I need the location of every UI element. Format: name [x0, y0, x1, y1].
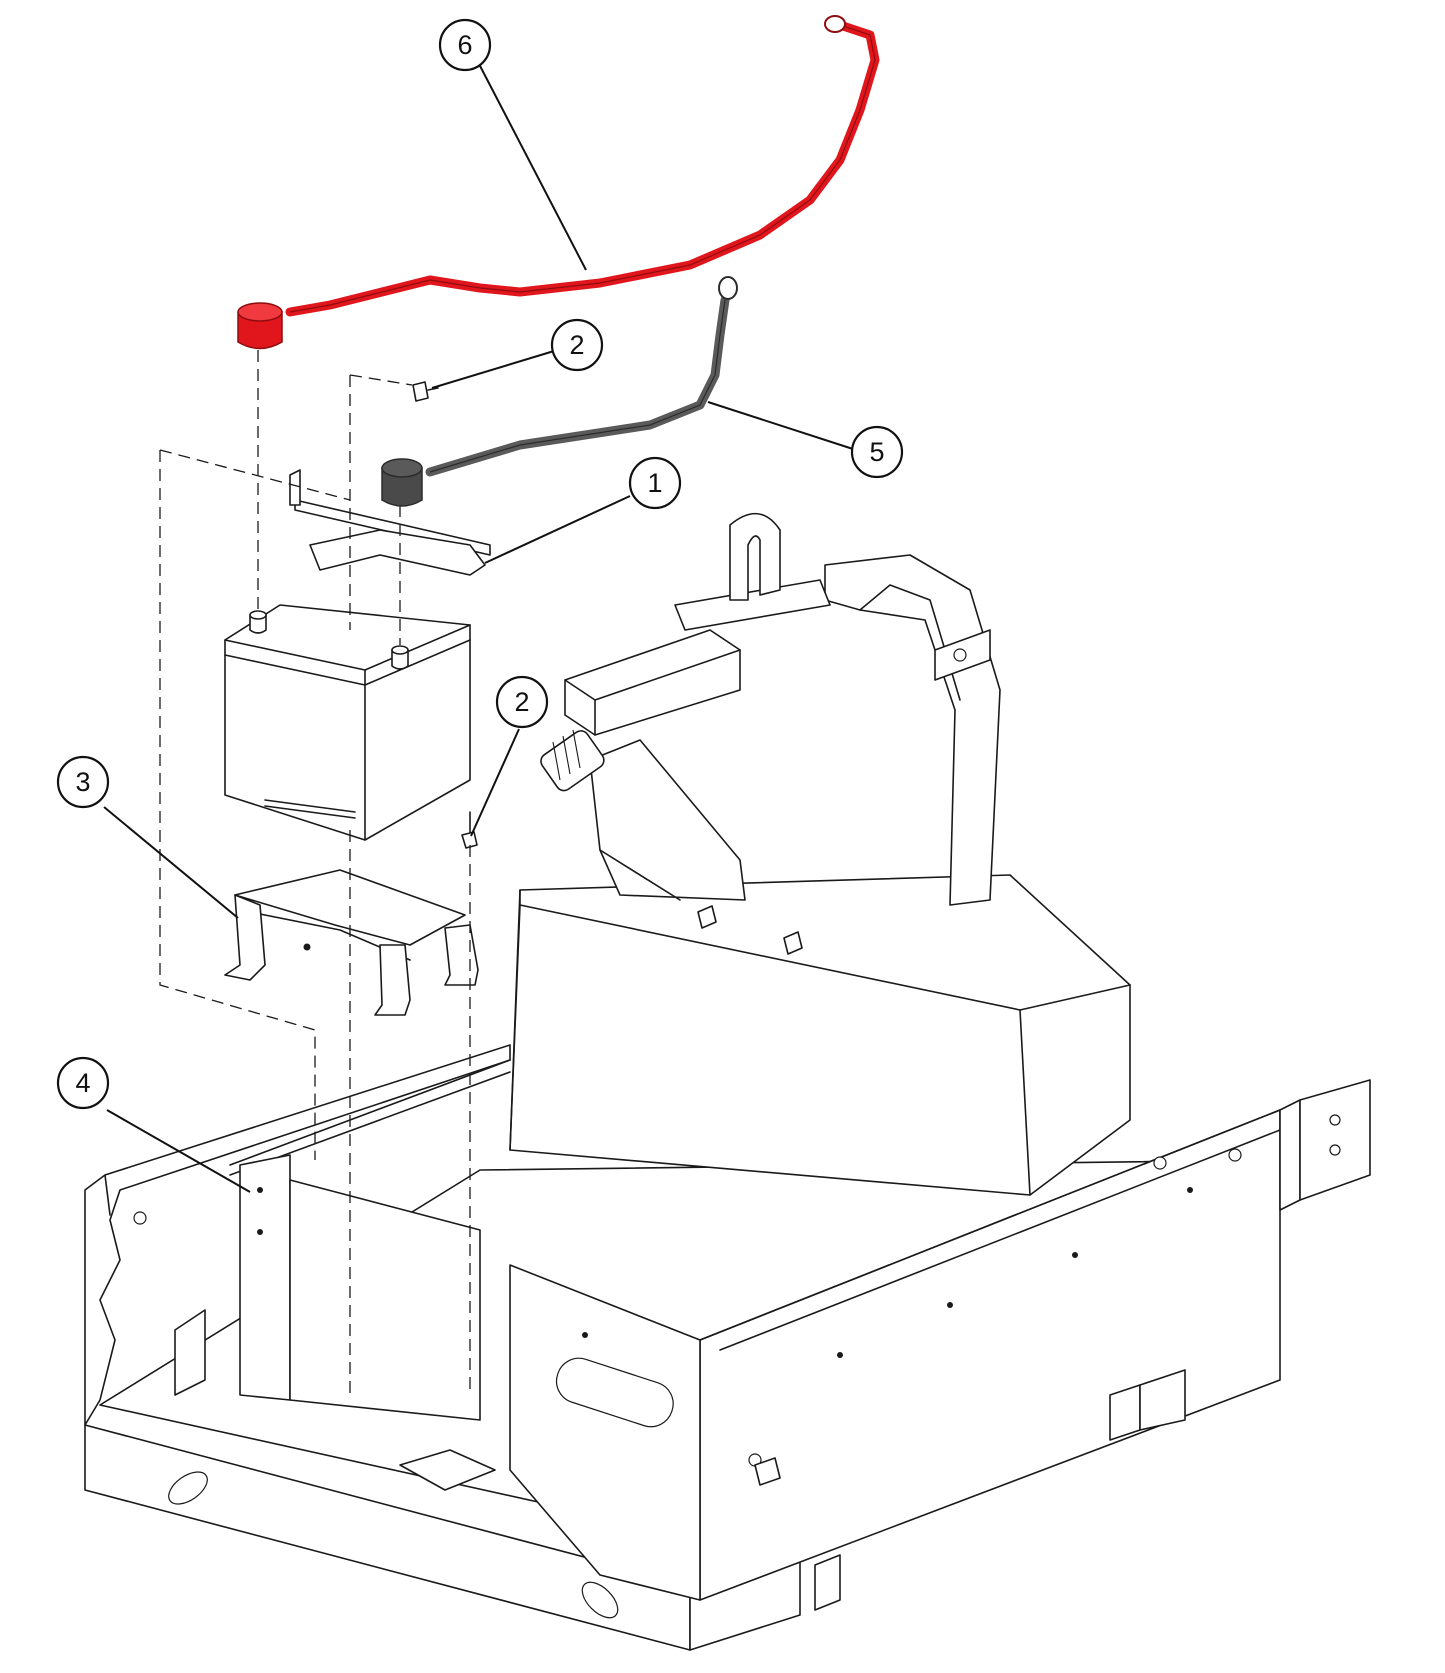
callout-5: 5: [850, 425, 904, 479]
positive-cable-eyelet: [824, 15, 846, 33]
callout-1-label: 1: [647, 468, 662, 498]
fasteners: [412, 381, 478, 849]
assembly-lines: [159, 350, 471, 1395]
battery-tray: [224, 869, 479, 1016]
callout-leaders: [103, 61, 854, 1193]
negative-cable: [381, 276, 738, 507]
positive-terminal-boot: [237, 311, 283, 350]
callout-6: 6: [438, 18, 492, 72]
callout-2-upper-label: 2: [569, 330, 584, 360]
callout-2-upper: 2: [550, 318, 604, 372]
callout-3: 3: [56, 755, 110, 809]
negative-cable-outline: [429, 299, 726, 473]
callout-2-lower-label: 2: [514, 687, 529, 717]
fuel-tank: [509, 729, 1131, 1196]
roll-bar: [564, 512, 1001, 906]
positive-cable: [237, 15, 880, 350]
callout-5-label: 5: [869, 437, 884, 467]
callout-4: 4: [56, 1056, 110, 1110]
callout-6-label: 6: [457, 30, 472, 60]
battery: [224, 604, 471, 841]
negative-terminal-boot: [381, 467, 423, 507]
positive-cable-wire: [285, 20, 880, 317]
callout-1: 1: [628, 456, 682, 510]
callout-4-label: 4: [75, 1068, 90, 1098]
callout-2-lower: 2: [495, 675, 549, 729]
positive-cable-outline: [289, 24, 876, 313]
callout-3-label: 3: [75, 767, 90, 797]
machine-frame: [84, 1044, 1371, 1651]
negative-cable-eyelet: [718, 276, 738, 300]
battery-hold-down: [289, 469, 491, 576]
